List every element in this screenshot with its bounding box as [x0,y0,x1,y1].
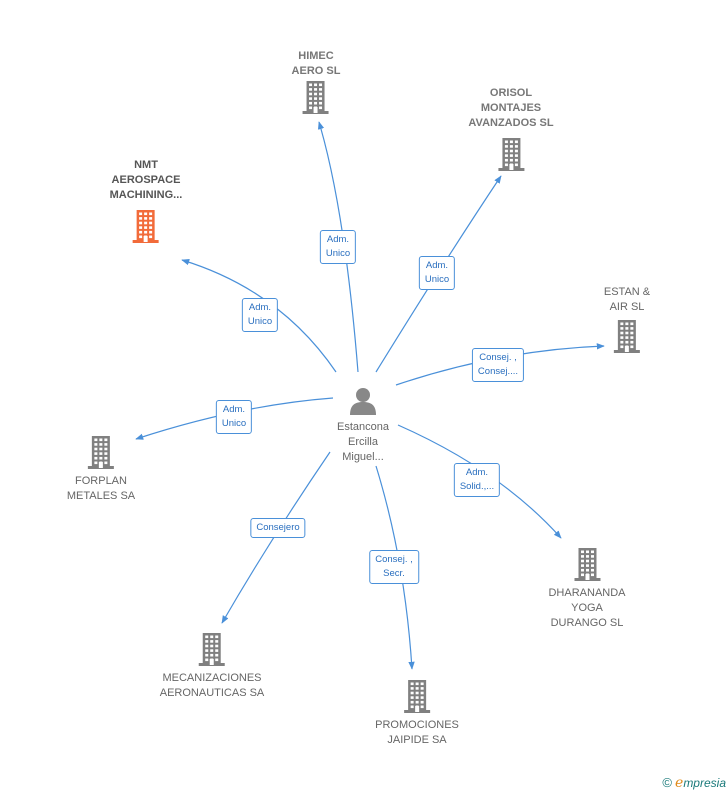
person-icon [349,388,376,415]
relation-label-himec[interactable]: Adm.Unico [319,230,357,264]
edge-himec [317,121,359,373]
brand-watermark: ©empresia [662,775,726,791]
company-label: ESTAN &AIR SL [603,286,651,313]
building-icon [199,633,225,666]
building-icon [573,548,600,581]
relation-label-promociones[interactable]: Consej. ,Secr. [369,550,419,584]
building-icon [403,680,430,713]
building-icon [498,138,524,171]
relation-label-dharananda[interactable]: Adm.Solid.,... [453,463,501,497]
relation-label-estan[interactable]: Consej. ,Consej.... [471,348,525,382]
building-icon [132,210,159,243]
relation-label-mecanizaciones[interactable]: Consejero [250,518,306,538]
relation-label-orisol[interactable]: Adm.Unico [418,256,456,290]
edge-mecanizaciones [221,451,331,624]
brand-logo-initial: e [675,775,684,791]
building-icon [87,436,114,469]
building-icon [303,81,329,114]
relation-label-forplan[interactable]: Adm.Unico [215,400,253,434]
brand-logo-text: mpresia [683,776,726,790]
company-node-estan[interactable]: ESTAN &AIR SL [604,285,650,354]
copyright-icon: © [662,775,673,790]
relation-label-nmt[interactable]: Adm.Unico [241,298,279,332]
building-icon [613,320,640,353]
